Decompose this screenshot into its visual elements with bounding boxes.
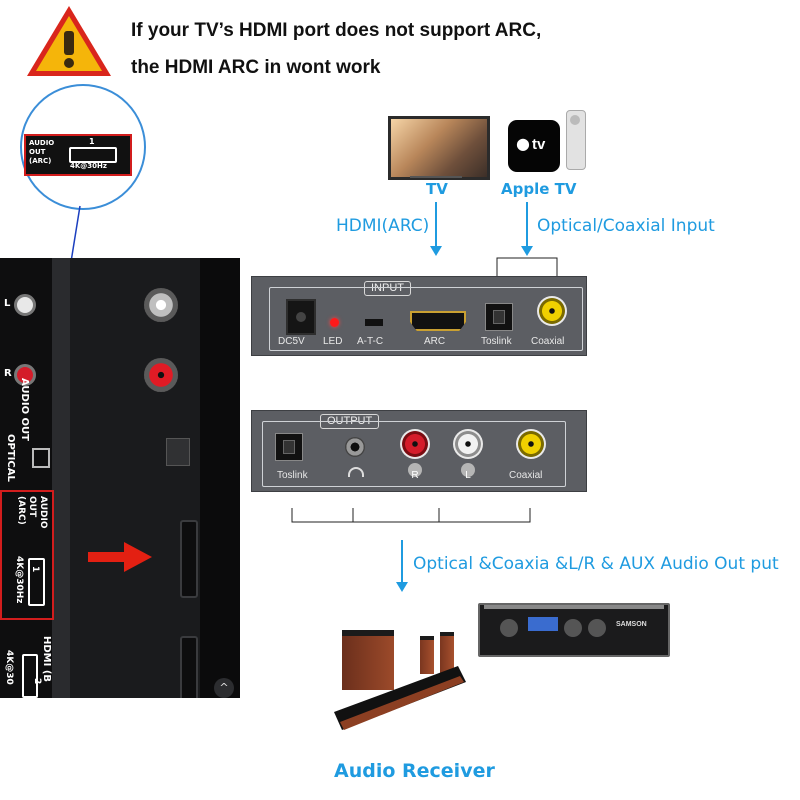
speaker-right-icon — [440, 632, 454, 674]
input-panel: INPUT DC5V LED A-T-C ARC Toslink Coaxial — [251, 276, 587, 356]
tv-icon — [388, 116, 490, 180]
output-label-r-badge: R — [408, 463, 422, 481]
tv-optical-socket-icon — [166, 438, 190, 466]
coaxial-input-icon — [537, 296, 567, 326]
coaxial-output-icon — [516, 429, 546, 459]
rca-l-output-icon — [453, 429, 483, 459]
callout-hdmi-port-icon — [69, 147, 117, 163]
dc5v-jack-icon — [286, 299, 316, 335]
rca-r-output-icon — [400, 429, 430, 459]
input-label-atc: A-T-C — [357, 336, 384, 347]
input-label-toslink: Toslink — [481, 336, 512, 347]
tv-arc-hdmi-port-icon — [28, 558, 45, 606]
tv-chevron-up-icon: ^ — [214, 678, 234, 698]
tv-jack-r-icon — [14, 364, 36, 386]
input-label-arc: ARC — [424, 336, 446, 347]
toslink-output-icon — [275, 433, 303, 461]
tv-hdmi-socket-2-icon — [180, 636, 198, 698]
warning-line-2: the HDMI ARC in wont work — [131, 57, 381, 78]
apple-tv-logo-text: tv — [532, 136, 546, 153]
tv-rca-white-jack-icon — [144, 288, 178, 322]
callout-label-arc: (ARC) — [29, 157, 52, 165]
output-label-toslink: Toslink — [277, 470, 308, 481]
tv-optical-port-icon — [32, 448, 50, 468]
tv-stand-icon — [410, 176, 462, 178]
output-panel: OUTPUT Toslink R L Coaxial — [251, 410, 587, 492]
output-label-l-badge: L — [461, 463, 475, 481]
apple-tv-source-label: Apple TV — [501, 180, 577, 198]
callout-port-number: 1 — [89, 137, 95, 146]
warning-triangle-icon — [27, 6, 111, 76]
output-label-coaxial: Coaxial — [509, 470, 543, 481]
output-label-r: R — [411, 470, 419, 481]
red-arrow-icon — [88, 542, 152, 572]
led-indicator-icon — [330, 318, 339, 327]
callout-label-audio: AUDIO — [29, 139, 55, 147]
tv-side-panel: L R AUDIO OUT OPTICAL AUDIO OUT (ARC) 1 … — [0, 258, 240, 698]
input-label-dc5v: DC5V — [278, 336, 305, 347]
input-label-led: LED — [323, 336, 343, 347]
input-label-coaxial: Coaxial — [531, 336, 565, 347]
audio-receiver-label: Audio Receiver — [334, 760, 495, 782]
soundbar-icon — [334, 666, 466, 730]
tv-label-l: L — [4, 298, 11, 309]
apple-tv-box-icon: ● tv — [508, 120, 560, 172]
apple-remote-icon — [566, 110, 586, 170]
tv-arc-port-box: AUDIO OUT (ARC) 1 4K@30Hz — [0, 490, 54, 620]
tv-source-label: TV — [426, 180, 448, 198]
callout-label-out: OUT — [29, 148, 46, 156]
tv-label-r: R — [4, 368, 12, 379]
tv-rca-red-jack-icon — [144, 358, 178, 392]
output-label-l: L — [465, 470, 471, 481]
zoom-callout-port-box: AUDIO OUT (ARC) 1 4K@30Hz — [24, 134, 132, 176]
output-caption: Optical &Coaxia &L/R & AUX Audio Out put — [413, 554, 779, 574]
input-panel-tag: INPUT — [364, 281, 411, 296]
toslink-input-icon — [485, 303, 513, 331]
warning-line-1: If your TV’s HDMI port does not support … — [131, 20, 542, 41]
tv-hdmi2-port-icon — [22, 654, 38, 698]
tv-hdmi-socket-1-icon — [180, 520, 198, 598]
aux-output-icon — [345, 437, 365, 457]
optical-coaxial-input-label: Optical/Coaxial Input — [537, 216, 715, 236]
atc-switch — [365, 319, 383, 326]
tv-jack-l-icon — [14, 294, 36, 316]
subwoofer-icon — [342, 630, 394, 690]
headphone-icon — [348, 467, 364, 477]
amplifier-icon: SAMSON — [478, 603, 670, 657]
speaker-left-icon — [420, 636, 434, 674]
amplifier-brand: SAMSON — [616, 621, 647, 628]
arc-hdmi-input-icon — [410, 311, 466, 331]
hdmi-arc-label: HDMI(ARC) — [336, 216, 430, 236]
callout-port-spec: 4K@30Hz — [70, 162, 107, 170]
